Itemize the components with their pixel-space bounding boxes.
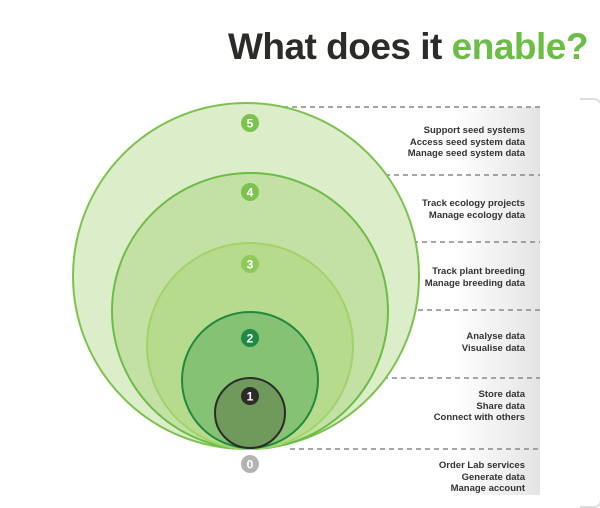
badge-4-number: 4 <box>247 186 254 200</box>
label: Store data <box>478 389 525 400</box>
badge-0-number: 0 <box>247 458 254 472</box>
badge-5 <box>241 114 259 132</box>
badge-4 <box>241 183 259 201</box>
badge-2-number: 2 <box>247 332 254 346</box>
label: Manage account <box>450 483 525 494</box>
level-4-labels: Track ecology projects Manage ecology da… <box>422 198 525 221</box>
label: Track plant breeding <box>432 266 525 277</box>
labels-panel <box>455 107 540 495</box>
badge-5-number: 5 <box>247 117 254 131</box>
level-5-labels: Support seed systems Access seed system … <box>408 125 525 160</box>
label: Generate data <box>461 471 525 483</box>
badge-3-number: 3 <box>247 258 254 272</box>
badge-1-number: 1 <box>247 390 254 404</box>
badge-0 <box>241 455 259 473</box>
label: Manage seed system data <box>407 148 525 159</box>
badge-2 <box>241 329 259 347</box>
page-title: What does it enable? <box>227 26 589 68</box>
title-main: What does it <box>227 26 452 67</box>
label: Order Lab services <box>438 460 525 471</box>
level-3-labels: Track plant breeding Manage breeding dat… <box>425 266 525 289</box>
level-1-labels: Store data Share data Connect with other… <box>434 389 525 424</box>
label: Visualise data <box>461 342 525 354</box>
label: Access seed system data <box>409 136 525 148</box>
label: Support seed systems <box>423 125 525 136</box>
circle-level-1 <box>214 377 286 449</box>
label: Track ecology projects <box>422 198 525 209</box>
level-2-labels: Analyse data Visualise data <box>462 331 525 354</box>
level-0-labels: Order Lab services Generate data Manage … <box>439 460 525 495</box>
badge-3 <box>241 255 259 273</box>
label: Analyse data <box>466 331 525 342</box>
bracket <box>580 98 600 508</box>
badge-1 <box>241 387 259 405</box>
title-accent: enable? <box>451 26 589 67</box>
label: Share data <box>476 400 525 412</box>
label: Manage breeding data <box>424 277 525 289</box>
label: Manage ecology data <box>428 209 525 221</box>
label: Connect with others <box>433 412 525 423</box>
